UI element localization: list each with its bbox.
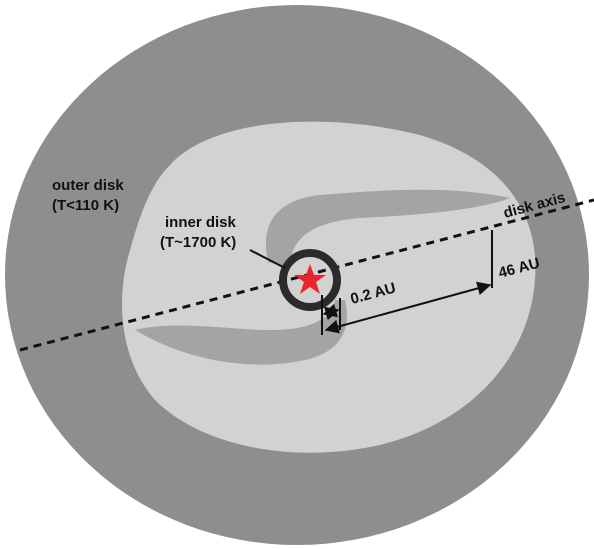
spiral-arm-upper [265, 189, 510, 268]
outer-disk-label-line2: (T<110 K) [52, 197, 119, 214]
distance-large-arrow [324, 281, 492, 334]
outer-disk-label-line1: outer disk [52, 177, 124, 194]
inner-disk-label-line1: inner disk [165, 214, 237, 231]
inner-disk-label-line2: (T~1700 K) [160, 234, 236, 251]
inner-disk-leader [249, 249, 286, 269]
spiral-arm-lower [135, 300, 347, 365]
star-icon [294, 264, 326, 294]
inner-disk-ring [279, 249, 341, 311]
